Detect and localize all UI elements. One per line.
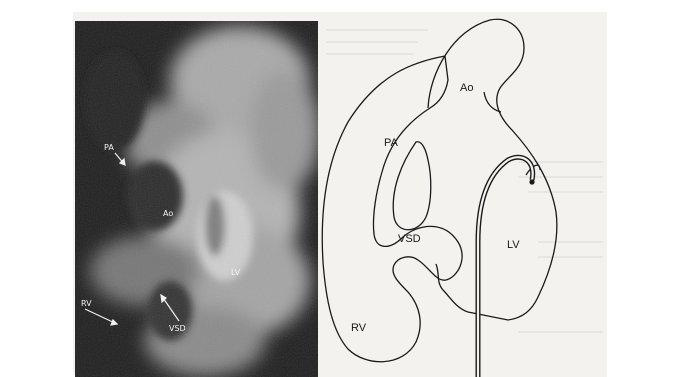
catheter-tip-icon xyxy=(529,179,534,184)
line-drawing: Ao PA VSD LV RV xyxy=(318,12,607,377)
angiogram-image: PA Ao LV RV VSD xyxy=(75,21,318,377)
drawing-label-rv: RV xyxy=(351,323,366,334)
angiogram-label-rv: RV xyxy=(81,300,92,308)
drawing-label-pa: PA xyxy=(384,138,398,149)
angiogram-label-ao: Ao xyxy=(163,210,173,218)
drawing-label-lv: LV xyxy=(507,240,520,251)
angiogram-label-pa: PA xyxy=(104,144,114,152)
angiogram-label-vsd: VSD xyxy=(169,325,186,333)
drawing-label-vsd: VSD xyxy=(398,234,421,245)
drawing-label-ao: Ao xyxy=(460,83,473,94)
angiogram-label-lv: LV xyxy=(231,269,240,277)
